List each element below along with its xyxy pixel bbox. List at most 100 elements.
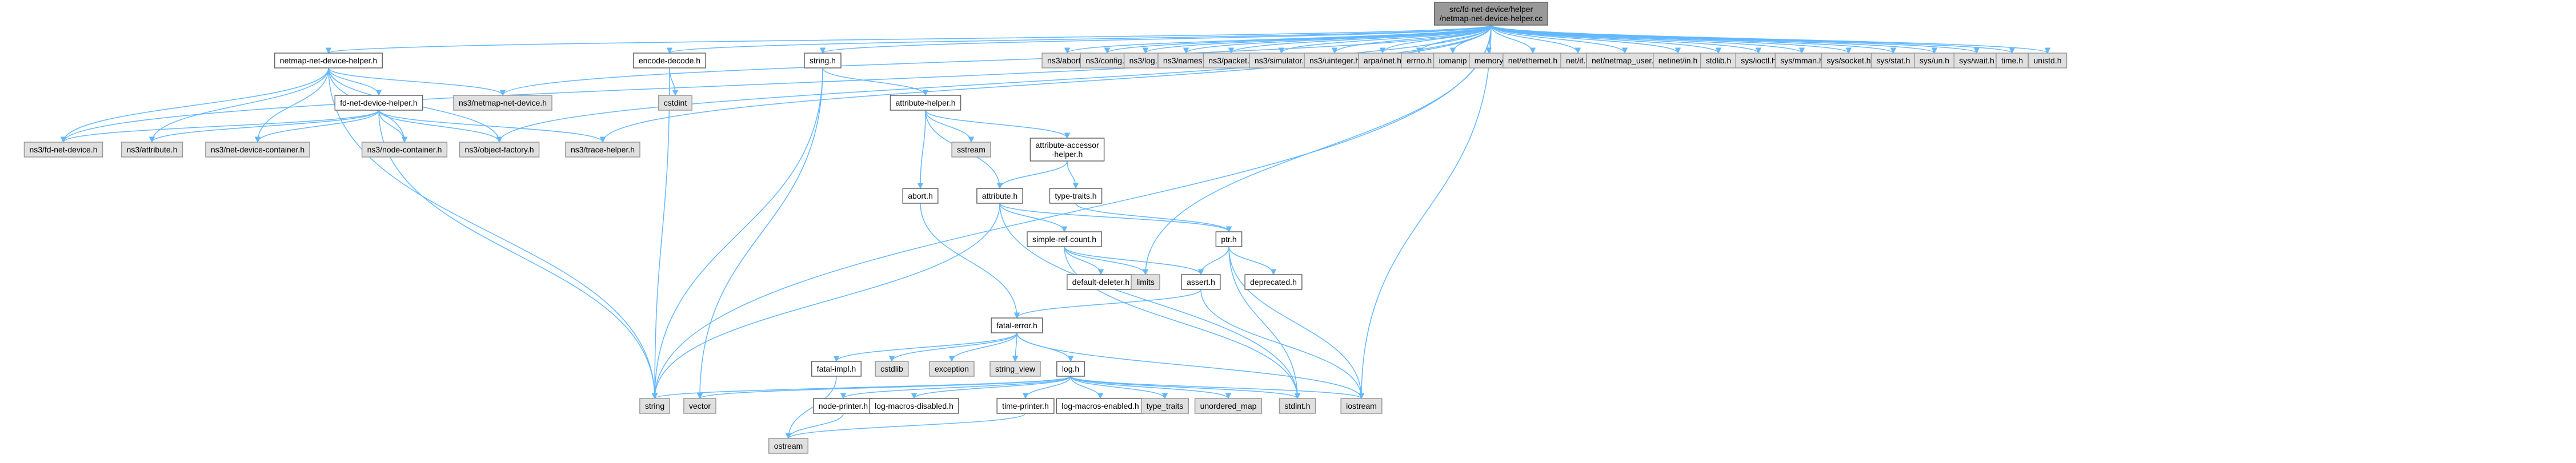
node-src[interactable]: simple-ref-count.h xyxy=(1027,231,1102,247)
edge-fatal_impl-to-ostream xyxy=(785,376,837,440)
node-box xyxy=(565,142,640,158)
edge-ptr-to-deprecated xyxy=(1228,246,1277,276)
node-label: ns3/node-container.h xyxy=(367,145,442,154)
node-box xyxy=(274,53,383,69)
node-default-deleter[interactable]: default-deleter.h xyxy=(1067,274,1135,290)
node-aah[interactable]: attribute-accessor-helper.h xyxy=(1029,138,1105,162)
node-fatal-impl[interactable]: fatal-impl.h xyxy=(811,361,862,377)
edge-root-to-ns3_th xyxy=(599,25,1492,143)
edge-fd_helper_h-to-string_std xyxy=(378,110,658,400)
node-label: node-printer.h xyxy=(819,401,868,410)
node-box xyxy=(804,53,842,69)
node-label: unistd.h xyxy=(2033,56,2061,65)
node-log-h[interactable]: log.h xyxy=(1056,361,1085,377)
node-node-printer[interactable]: node-printer.h xyxy=(813,398,874,414)
node-label: netmap-net-device-helper.h xyxy=(280,56,377,65)
edge-ptr-to-assert_h xyxy=(1197,246,1229,276)
edge-src-to-limits xyxy=(1064,246,1149,276)
node-label: simple-ref-count.h xyxy=(1032,235,1096,244)
node-box xyxy=(639,398,670,414)
edge-log_h-to-iostream xyxy=(1070,376,1365,400)
node-label: vector xyxy=(689,401,711,410)
node-box xyxy=(1056,398,1145,414)
node-label: ns3/object-factory.h xyxy=(464,145,534,154)
edge-log_h-to-string_std xyxy=(652,376,1071,400)
edge-string_h-to-attribute_helper xyxy=(822,67,929,96)
node-sstream: sstream xyxy=(951,142,991,158)
edge-netmap_helper_h-to-ns3_ndc xyxy=(254,67,329,143)
node-encode-decode[interactable]: encode-decode.h xyxy=(633,53,706,69)
node-errno: errno.h xyxy=(1401,53,1437,69)
node-layer: src/fd-net-device/helper/netmap-net-devi… xyxy=(23,2,2068,454)
edge-attribute_helper-to-sstream xyxy=(925,110,975,143)
node-box xyxy=(768,438,809,454)
node-box xyxy=(1194,398,1263,414)
node-sys-socket: sys/socket.h xyxy=(1821,53,1877,69)
node-vector: vector xyxy=(683,398,716,414)
node-abort-h[interactable]: abort.h xyxy=(902,188,939,204)
node-label: log-macros-enabled.h xyxy=(1061,401,1139,410)
node-fd-helper-h[interactable]: fd-net-device-helper.h xyxy=(334,95,423,111)
node-attribute-helper[interactable]: attribute-helper.h xyxy=(890,95,962,111)
node-sys-ioctl: sys/ioctl.h xyxy=(1735,53,1782,69)
node-sys-stat: sys/stat.h xyxy=(1870,53,1916,69)
node-box xyxy=(869,398,959,414)
node-box xyxy=(1029,138,1105,162)
node-box xyxy=(2028,53,2068,69)
node-label: ptr.h xyxy=(1221,235,1236,244)
edge-root-to-sys_socket xyxy=(1491,25,1852,54)
node-attribute-h[interactable]: attribute.h xyxy=(976,188,1023,204)
edge-encode_decode-to-string_std xyxy=(651,67,670,400)
edge-ptr-to-iostream xyxy=(1228,246,1365,400)
node-label: iomanip xyxy=(1439,56,1467,65)
node-box xyxy=(991,317,1043,333)
node-time-printer[interactable]: time-printer.h xyxy=(996,398,1055,414)
node-label: errno.h xyxy=(1407,56,1432,65)
node-ptr[interactable]: ptr.h xyxy=(1215,231,1243,247)
edge-attribute_h-to-stdint xyxy=(999,203,1301,400)
node-box xyxy=(1870,53,1916,69)
edge-netmap_helper_h-to-ns3_netmap_nd xyxy=(328,67,506,96)
node-label: net/if.h xyxy=(1566,56,1590,65)
edge-root-to-ns3_netmap_nd xyxy=(500,25,1492,96)
node-box xyxy=(1049,188,1103,204)
node-label: arpa/inet.h xyxy=(1364,56,1401,65)
edge-root-to-iostream xyxy=(1358,25,1492,400)
node-label: default-deleter.h xyxy=(1072,277,1129,287)
node-label: sys/mman.h xyxy=(1780,56,1823,65)
edge-root-to-string_std xyxy=(651,25,1492,400)
node-net-netmap-user: net/netmap_user.h xyxy=(1586,53,1664,69)
node-iostream: iostream xyxy=(1340,398,1383,414)
node-lme[interactable]: log-macros-enabled.h xyxy=(1056,398,1145,414)
edge-ptr-to-stdint xyxy=(1228,246,1301,400)
node-ns3-uinteger: ns3/uinteger.h xyxy=(1304,53,1365,69)
node-label: type_traits xyxy=(1147,401,1184,410)
node-stdlib: stdlib.h xyxy=(1700,53,1737,69)
edge-abort_h-to-fatal_error xyxy=(920,203,1020,319)
node-fatal-error[interactable]: fatal-error.h xyxy=(991,317,1043,333)
edge-attribute_h-to-src xyxy=(999,203,1068,233)
node-box xyxy=(1131,274,1160,290)
node-arpa-inet: arpa/inet.h xyxy=(1358,53,1407,69)
edge-type_traits_h-to-ptr xyxy=(1075,203,1232,233)
node-lmd[interactable]: log-macros-disabled.h xyxy=(869,398,959,414)
node-netmap-helper-h[interactable]: netmap-net-device-helper.h xyxy=(274,53,383,69)
edge-fd_helper_h-to-ns3_nc xyxy=(378,110,408,143)
node-string-view: string_view xyxy=(989,361,1041,377)
node-type-traits-h[interactable]: type-traits.h xyxy=(1049,188,1103,204)
node-label: sstream xyxy=(957,145,985,154)
edge-log_h-to-lmd xyxy=(911,376,1071,400)
edge-attribute_helper-to-aah xyxy=(925,110,1071,139)
node-assert-h[interactable]: assert.h xyxy=(1181,274,1221,290)
edge-aah-to-type_traits_h xyxy=(1067,160,1079,190)
edge-fd_helper_h-to-ns3_ndc xyxy=(254,110,379,143)
node-deprecated[interactable]: deprecated.h xyxy=(1244,274,1303,290)
edge-fatal_error-to-fatal_impl xyxy=(833,332,1017,363)
node-string-h[interactable]: string.h xyxy=(804,53,842,69)
node-box xyxy=(1215,231,1243,247)
node-ns3-netmap-nd: ns3/netmap-net-device.h xyxy=(453,95,552,111)
node-ns3-th: ns3/trace-helper.h xyxy=(565,142,640,158)
node-root[interactable]: src/fd-net-device/helper/netmap-net-devi… xyxy=(1433,2,1549,26)
node-label: sys/stat.h xyxy=(1876,56,1910,65)
edge-string_h-to-string_std xyxy=(651,67,823,400)
